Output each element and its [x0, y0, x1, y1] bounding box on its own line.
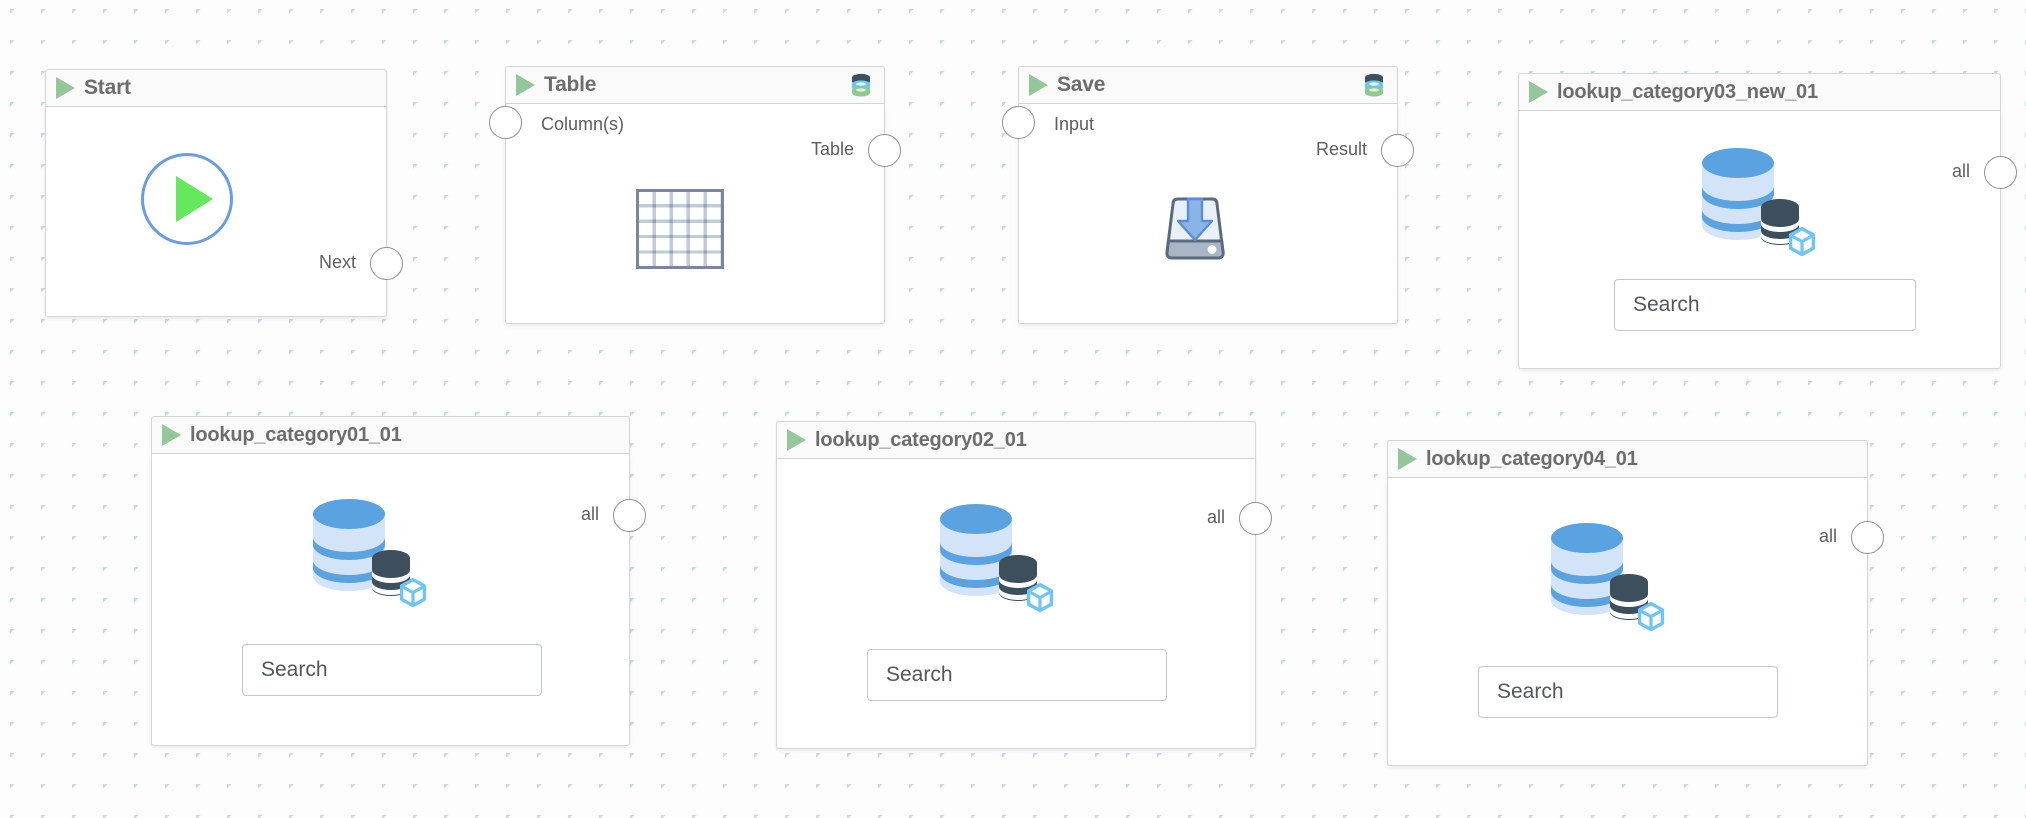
play-triangle-icon	[162, 424, 181, 446]
output-port-all[interactable]	[613, 499, 646, 532]
output-port-all[interactable]	[1851, 521, 1884, 554]
node-header-table[interactable]: Table	[505, 66, 885, 104]
search-input[interactable]: Search	[867, 649, 1167, 701]
input-port-input[interactable]	[1002, 106, 1035, 139]
node-lookup-category03-new-01[interactable]: lookup_category03_new_01	[1518, 73, 2017, 369]
node-title: lookup_category03_new_01	[1557, 80, 1818, 103]
node-body-lookup-category04-01: Search all	[1387, 478, 1884, 766]
node-lookup-category02-01[interactable]: lookup_category02_01	[776, 421, 1272, 749]
node-header-start[interactable]: Start	[45, 69, 387, 107]
node-body-lookup-category01-01: Search all	[151, 454, 646, 746]
node-body-lookup-category02-01: Search all	[776, 459, 1272, 749]
play-triangle-icon	[1529, 81, 1548, 103]
node-title: Table	[544, 73, 597, 96]
node-header-lookup-category04-01[interactable]: lookup_category04_01	[1387, 440, 1868, 478]
save-drive-icon	[1147, 182, 1243, 278]
node-title: lookup_category04_01	[1426, 447, 1638, 470]
node-header-lookup-category03-new-01[interactable]: lookup_category03_new_01	[1518, 73, 2001, 111]
node-header-lookup-category01-01[interactable]: lookup_category01_01	[151, 416, 630, 454]
play-triangle-icon	[56, 77, 75, 99]
table-grid-icon	[636, 189, 724, 269]
node-title: lookup_category01_01	[190, 423, 402, 446]
port-label-columns: Column(s)	[541, 114, 625, 134]
database-lookup-icon	[1538, 516, 1668, 646]
database-lookup-icon	[1689, 141, 1819, 271]
node-body-lookup-category03-new-01: Search all	[1518, 111, 2017, 369]
input-port-columns[interactable]	[489, 106, 522, 139]
node-lookup-category01-01[interactable]: lookup_category01_01	[151, 416, 646, 746]
node-title: Start	[84, 76, 131, 99]
play-triangle-icon	[1029, 74, 1048, 96]
output-port-next[interactable]	[370, 247, 403, 280]
node-start[interactable]: Start Next	[45, 69, 403, 317]
port-label-all: all	[580, 504, 599, 524]
node-body-table: Column(s) Table	[489, 104, 901, 324]
output-port-all[interactable]	[1984, 156, 2017, 189]
port-label-input: Input	[1054, 114, 1095, 134]
node-save[interactable]: Save Input	[1002, 66, 1414, 324]
port-label-table: Table	[810, 139, 854, 159]
port-label-all: all	[1818, 526, 1837, 546]
play-triangle-icon	[1398, 448, 1417, 470]
node-title: Save	[1057, 73, 1106, 96]
output-port-table[interactable]	[868, 134, 901, 167]
node-header-lookup-category02-01[interactable]: lookup_category02_01	[776, 421, 1256, 459]
database-lookup-icon	[300, 492, 430, 622]
play-circle-icon	[141, 153, 233, 245]
port-label-result: Result	[1315, 139, 1367, 159]
database-lookup-icon	[927, 497, 1057, 627]
database-stack-icon	[1361, 72, 1387, 98]
search-input[interactable]: Search	[1478, 666, 1778, 718]
output-port-result[interactable]	[1381, 134, 1414, 167]
node-title: lookup_category02_01	[815, 428, 1027, 451]
play-icon	[175, 176, 213, 222]
port-label-all: all	[1951, 161, 1970, 181]
database-stack-icon	[848, 72, 874, 98]
search-input[interactable]: Search	[1614, 279, 1916, 331]
node-body-start: Next	[45, 107, 403, 317]
play-triangle-icon	[516, 74, 535, 96]
search-input[interactable]: Search	[242, 644, 542, 696]
output-port-all[interactable]	[1239, 502, 1272, 535]
port-label-next: Next	[318, 252, 356, 272]
port-label-all: all	[1206, 507, 1225, 527]
node-lookup-category04-01[interactable]: lookup_category04_01	[1387, 440, 1884, 766]
node-body-save: Input Result	[1002, 104, 1414, 324]
node-table[interactable]: Table Column(s) Table	[489, 66, 901, 324]
play-triangle-icon	[787, 429, 806, 451]
node-header-save[interactable]: Save	[1018, 66, 1398, 104]
